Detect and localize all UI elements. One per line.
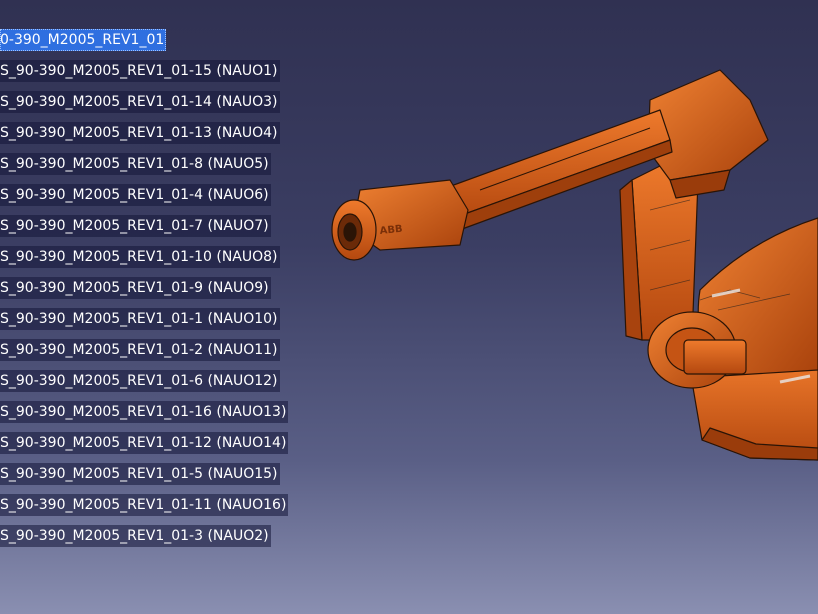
abb-logo: ABB: [379, 224, 403, 237]
tree-node[interactable]: S_90-390_M2005_REV1_01-11 (NAUO16): [0, 494, 289, 516]
tree-node[interactable]: S_90-390_M2005_REV1_01-9 (NAUO9): [0, 277, 271, 299]
tree-node[interactable]: S_90-390_M2005_REV1_01-5 (NAUO15): [0, 463, 280, 485]
tree-node[interactable]: S_90-390_M2005_REV1_01-12 (NAUO14): [0, 432, 289, 454]
specification-tree: 0-390_M2005_REV1_01 S_90-390_M2005_REV1_…: [0, 0, 330, 560]
tree-node[interactable]: S_90-390_M2005_REV1_01-13 (NAUO4): [0, 122, 280, 144]
tree-node[interactable]: S_90-390_M2005_REV1_01-3 (NAUO2): [0, 525, 271, 547]
tree-root-node[interactable]: 0-390_M2005_REV1_01: [0, 29, 167, 51]
tree-node[interactable]: S_90-390_M2005_REV1_01-2 (NAUO11): [0, 339, 280, 361]
tree-node[interactable]: S_90-390_M2005_REV1_01-10 (NAUO8): [0, 246, 280, 268]
tree-node[interactable]: S_90-390_M2005_REV1_01-4 (NAUO6): [0, 184, 271, 206]
tree-node[interactable]: S_90-390_M2005_REV1_01-6 (NAUO12): [0, 370, 280, 392]
tree-node[interactable]: S_90-390_M2005_REV1_01-14 (NAUO3): [0, 91, 280, 113]
tree-node[interactable]: S_90-390_M2005_REV1_01-1 (NAUO10): [0, 308, 280, 330]
tree-node[interactable]: S_90-390_M2005_REV1_01-8 (NAUO5): [0, 153, 271, 175]
tree-node[interactable]: S_90-390_M2005_REV1_01-16 (NAUO13): [0, 401, 289, 423]
robot-arm-model[interactable]: ABB: [320, 40, 818, 520]
tree-node[interactable]: S_90-390_M2005_REV1_01-15 (NAUO1): [0, 60, 280, 82]
tree-node[interactable]: S_90-390_M2005_REV1_01-7 (NAUO7): [0, 215, 271, 237]
3d-viewport[interactable]: ABB: [320, 40, 818, 520]
